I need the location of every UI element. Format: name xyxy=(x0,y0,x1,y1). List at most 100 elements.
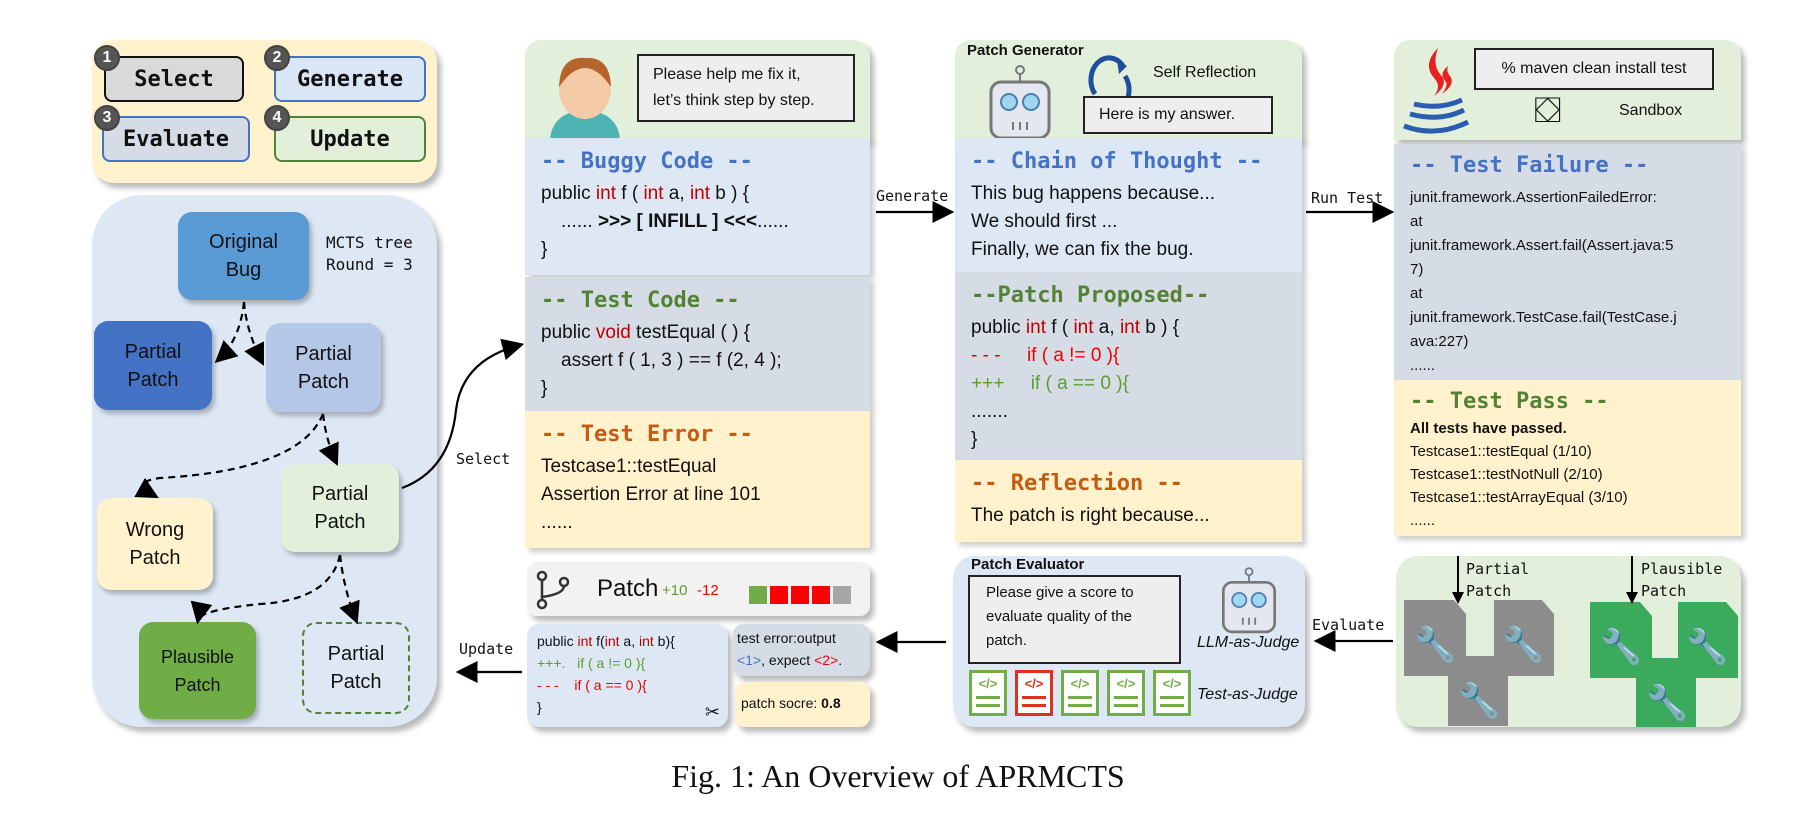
node-wrong-patch[interactable]: Wrong Patch xyxy=(97,498,213,590)
diff-box: public int f(int a, int b){ +++. if ( a … xyxy=(527,624,728,727)
cot-line: This bug happens because... xyxy=(971,183,1216,204)
node-original-bug[interactable]: Original Bug xyxy=(178,212,309,300)
robot-icon xyxy=(989,65,1051,140)
code-line: public void testEqual ( ) { xyxy=(541,322,751,343)
test-pass-section: -- Test Pass -- All tests have passed. T… xyxy=(1394,380,1741,536)
failure-line: junit.framework.AssertionFailedError: xyxy=(1410,189,1657,206)
user-prompt-bubble: Please help me fix it,let’s think step b… xyxy=(637,54,855,122)
tools-icon: ✂ xyxy=(704,702,720,722)
test-failure-section: -- Test Failure -- junit.framework.Asser… xyxy=(1394,144,1741,380)
error-line: Assertion Error at line 101 xyxy=(541,484,761,505)
code-line: } xyxy=(541,239,548,260)
failure-line: ava:227) xyxy=(1410,333,1469,350)
code-line: } xyxy=(971,429,978,450)
step-update: Update xyxy=(274,116,426,162)
svg-text:🔧: 🔧 xyxy=(1458,680,1500,721)
error-line: Testcase1::testEqual xyxy=(541,456,717,477)
diff-stat-block xyxy=(749,586,767,604)
code-line: +++ if ( a == 0 ){ xyxy=(971,373,1129,394)
llm-as-judge-label: LLM-as-Judge xyxy=(1197,634,1300,651)
test-feedback-box: test error:output <1>, expect <2>. xyxy=(733,624,870,676)
svg-text:🔧: 🔧 xyxy=(1686,626,1728,667)
failure-line: at xyxy=(1410,213,1423,230)
test-result-icons: </></></></></> xyxy=(969,670,1191,716)
partial-patch-label: Partial Patch xyxy=(1466,560,1530,600)
test-pass-icon: </> xyxy=(1107,670,1145,716)
pass-summary: All tests have passed. xyxy=(1410,420,1567,437)
patch-file-icons: 🔧🔧🔧 🔧🔧🔧 xyxy=(1404,556,1738,727)
code-line: public int f ( int a, int b ) { xyxy=(541,183,750,204)
svg-text:🔧: 🔧 xyxy=(1414,624,1456,665)
reflection-section: -- Reflection -- The patch is right beca… xyxy=(955,460,1302,542)
patch-bar: Patch +10 -12 xyxy=(527,562,870,616)
step-number: 3 xyxy=(94,105,120,131)
test-pass-title: -- Test Pass -- xyxy=(1410,389,1609,414)
test-failure-title: -- Test Failure -- xyxy=(1410,153,1649,178)
node-partial-patch[interactable]: Partial Patch xyxy=(266,323,381,412)
code-line: } xyxy=(537,699,542,715)
failure-line: 7) xyxy=(1410,261,1424,278)
step-generate: Generate xyxy=(274,56,426,102)
code-line: ...... >>> [ INFILL ] <<<...... xyxy=(561,211,789,232)
node-plausible-patch[interactable]: Plausible Patch xyxy=(139,622,256,719)
error-line: ...... xyxy=(541,512,573,533)
cot-title: -- Chain of Thought -- xyxy=(971,149,1263,174)
step-number: 4 xyxy=(264,105,290,131)
failure-line: at xyxy=(1410,285,1423,302)
lines-removed: -12 xyxy=(697,582,719,599)
plausible-patch-file-icons xyxy=(1590,602,1738,727)
box-icon: ⛋ xyxy=(1534,89,1562,130)
git-branch-icon xyxy=(536,570,570,610)
cot-line: Finally, we can fix the bug. xyxy=(971,239,1194,260)
prompt-line: Please help me fix it, xyxy=(653,66,801,83)
lines-added: +10 xyxy=(662,582,688,599)
test-pass-icon: </> xyxy=(969,670,1007,716)
svg-text:🔧: 🔧 xyxy=(1646,682,1688,723)
patch-label: Patch xyxy=(597,575,659,602)
evaluator-prompt: Please give a score to evaluate quality … xyxy=(968,575,1181,664)
patch-score-box: patch socre: 0.8 xyxy=(735,682,870,727)
update-edge-label: Update xyxy=(459,640,514,658)
failure-line: junit.framework.Assert.fail(Assert.java:… xyxy=(1410,237,1674,254)
plausible-patch-label: Plausible Patch xyxy=(1641,560,1723,600)
pass-line: Testcase1::testEqual (1/10) xyxy=(1410,443,1592,460)
results-panel: Partial Patch Plausible Patch 🔧🔧🔧 🔧🔧🔧 xyxy=(1396,556,1741,727)
pass-line: ...... xyxy=(1410,512,1436,529)
cot-line: We should first ... xyxy=(971,211,1118,232)
test-pass-icon: </> xyxy=(1153,670,1191,716)
patch-proposed-title: --Patch Proposed-- xyxy=(971,283,1210,308)
patch-proposed-section: --Patch Proposed-- public int f ( int a,… xyxy=(955,272,1302,460)
diff-stat-block xyxy=(770,586,788,604)
feedback-line: <1>, expect <2>. xyxy=(737,652,843,668)
buggy-code-title: -- Buggy Code -- xyxy=(541,149,753,174)
figure-caption: Fig. 1: An Overview of APRMCTS xyxy=(671,758,1125,794)
svg-text:🔧: 🔧 xyxy=(1502,624,1544,665)
test-error-title: -- Test Error -- xyxy=(541,422,753,447)
diff-stat-block xyxy=(833,586,851,604)
step-evaluate: Evaluate xyxy=(102,116,250,162)
diff-stat-block xyxy=(812,586,830,604)
answer-bubble: Here is my answer. xyxy=(1083,96,1273,134)
code-line: assert f ( 1, 3 ) == f (2, 4 ); xyxy=(561,350,782,371)
maven-command: % maven clean install test xyxy=(1474,48,1714,90)
patch-generator-header: Patch Generator Self Reflection Here is … xyxy=(955,40,1302,140)
code-line: public int f(int a, int b){ xyxy=(537,633,675,649)
test-code-section: -- Test Code -- public void testEqual ( … xyxy=(525,277,870,411)
code-line: +++. if ( a != 0 ){ xyxy=(537,655,646,671)
node-selected-partial-patch[interactable]: Partial Patch xyxy=(281,464,399,552)
mcts-label: MCTS tree xyxy=(326,233,413,252)
evaluator-title: Patch Evaluator xyxy=(971,556,1085,573)
wrench-icons: 🔧🔧🔧 🔧🔧🔧 xyxy=(1414,624,1728,723)
generator-title: Patch Generator xyxy=(967,42,1084,59)
self-reflection-label: Self Reflection xyxy=(1153,64,1257,81)
step-number: 1 xyxy=(94,45,120,71)
feedback-line: test error:output xyxy=(737,630,836,646)
partial-patch-file-icons xyxy=(1404,600,1554,726)
step-select: Select xyxy=(104,56,244,102)
chain-of-thought-section: -- Chain of Thought -- This bug happens … xyxy=(955,138,1302,272)
node-new-partial-patch[interactable]: Partial Patch xyxy=(302,622,410,714)
node-partial-patch[interactable]: Partial Patch xyxy=(94,321,212,410)
score-value: 0.8 xyxy=(821,695,841,711)
user-header: Please help me fix it,let’s think step b… xyxy=(525,40,870,140)
select-edge-label: Select xyxy=(456,450,511,468)
